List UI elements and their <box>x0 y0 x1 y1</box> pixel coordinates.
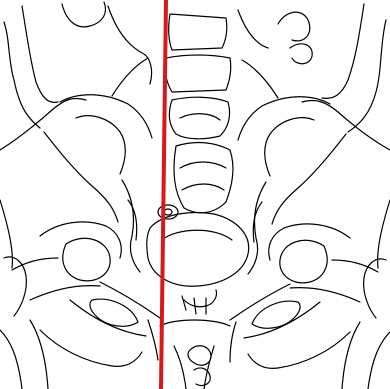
right-si-joint <box>248 182 266 274</box>
left-outer-flank <box>0 98 86 150</box>
pubic-symphysis-left <box>148 320 158 360</box>
right-greater-trochanter <box>364 259 386 318</box>
coccyx-lines <box>182 296 206 314</box>
right-femoral-neck <box>290 288 360 302</box>
right-upper-contour <box>348 20 386 132</box>
sacrum-outline <box>174 143 233 213</box>
lower-center-loops <box>188 346 211 366</box>
right-femur-shaft <box>368 332 390 389</box>
right-upper-blob-1 <box>278 12 310 41</box>
left-iliac-wing-outer <box>44 132 118 222</box>
right-ischium <box>248 332 350 368</box>
pubic-arch <box>160 320 230 326</box>
vertebra-l5 <box>169 97 229 139</box>
vertebra-l5-process <box>180 114 220 120</box>
right-outer-flank <box>302 100 390 150</box>
vertebra-l3 <box>169 14 227 50</box>
pelvic-inlet-inner <box>162 230 232 240</box>
sacrum-ridge-1 <box>180 162 226 168</box>
left-greater-trochanter <box>4 257 26 316</box>
right-femur-shaft-2 <box>342 322 360 389</box>
left-femoral-head <box>63 238 110 281</box>
left-iliac-crest <box>60 95 152 138</box>
sacrum-ridge-2 <box>182 184 224 190</box>
left-inferior-ramus <box>70 300 146 336</box>
vertebra-l4 <box>165 55 231 92</box>
left-si-joint <box>122 180 140 272</box>
left-femur-shaft <box>0 330 22 389</box>
left-upper-loop <box>62 2 105 27</box>
left-femur-shaft-2 <box>30 320 48 389</box>
left-inner-contour <box>112 58 148 96</box>
left-femoral-neck <box>30 286 100 300</box>
right-upper-contour-2 <box>322 4 364 98</box>
right-iliac-wing-outer <box>272 134 346 224</box>
coccyx <box>184 290 217 307</box>
pubic-symphysis-right <box>230 322 236 362</box>
left-obturator <box>90 299 138 326</box>
right-iliac-crest <box>238 97 330 140</box>
right-inferior-ramus <box>244 302 320 338</box>
right-femoral-neck-2 <box>332 260 378 272</box>
right-inner-contour <box>242 60 278 98</box>
right-obturator <box>252 301 300 328</box>
left-femoral-neck-2 <box>12 258 58 270</box>
left-iliac-wing-inner <box>76 116 125 174</box>
right-upper-blob-2 <box>290 44 312 64</box>
right-outer-thigh <box>378 200 390 268</box>
midline-marker <box>161 0 166 389</box>
right-upper-curve <box>238 10 268 48</box>
left-upper-contour-2 <box>22 6 58 102</box>
left-ischium <box>40 330 142 366</box>
right-iliac-wing-inner <box>265 118 314 176</box>
right-femoral-head <box>280 240 327 283</box>
lower-center-loops-2 <box>194 368 210 386</box>
